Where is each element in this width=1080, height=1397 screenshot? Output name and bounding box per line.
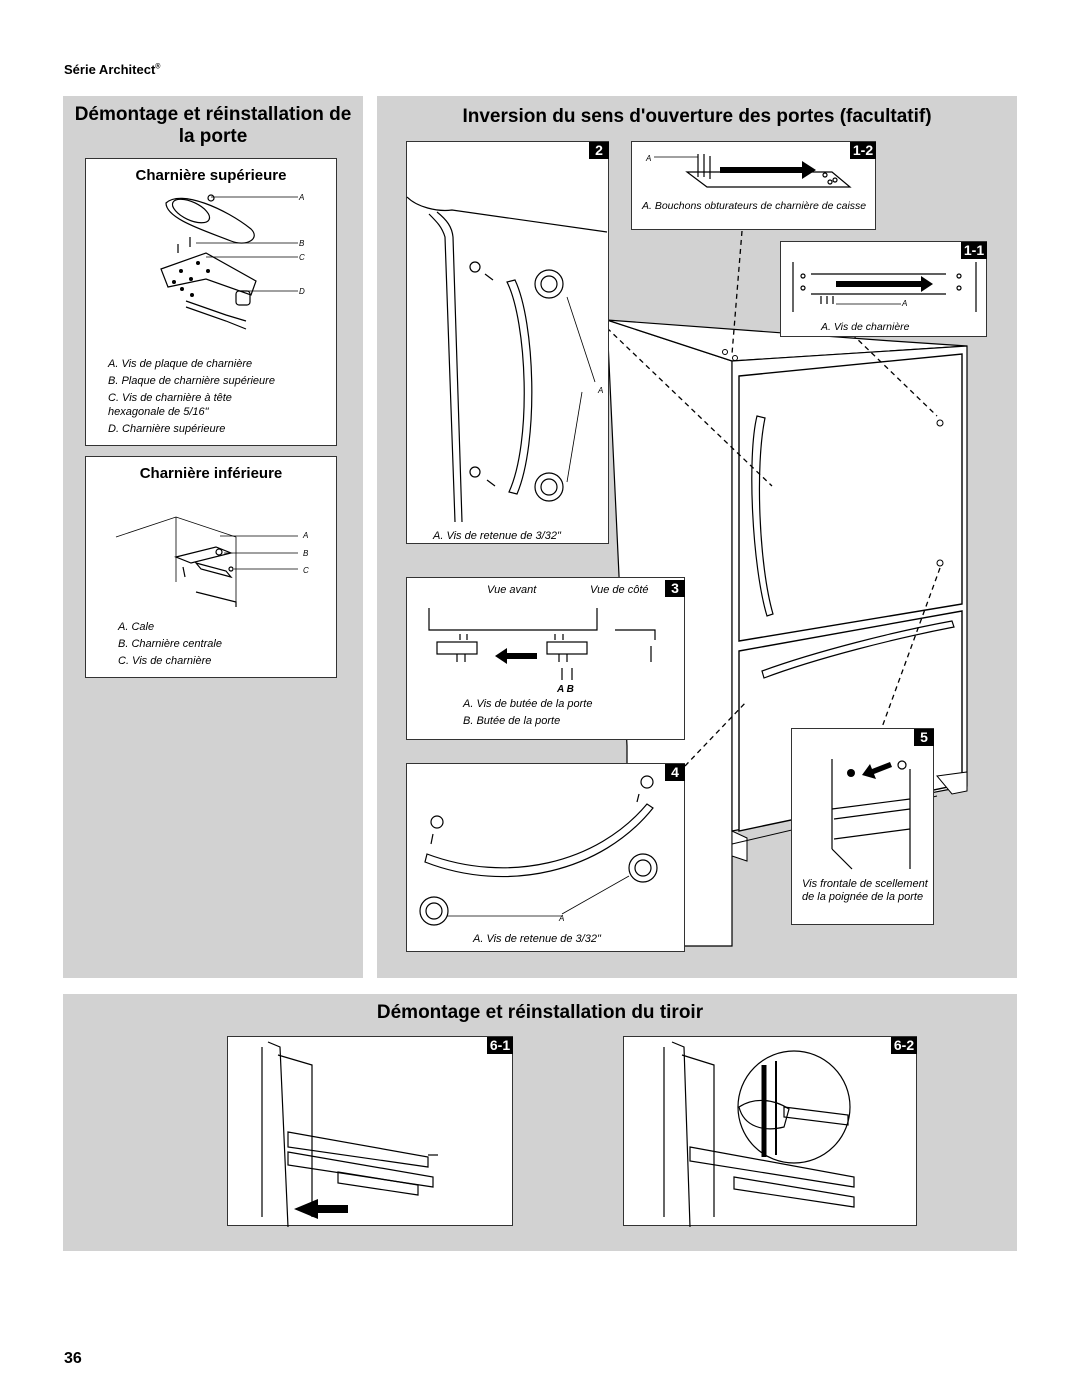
figure-1-1-illustration xyxy=(792,262,977,312)
bottom-hinge-letter-b: B xyxy=(303,549,309,558)
door-removal-title: Démontage et réinstallation de la porte xyxy=(74,104,352,147)
figure-3-badge: 3 xyxy=(665,580,685,597)
figure-5-caption: Vis frontale de scellement de la poignée… xyxy=(802,878,928,903)
bottom-hinge-box: Charnière inférieure A B C A. Cale B. Ch… xyxy=(85,456,337,678)
top-hinge-legend-d: D. Charnière supérieure xyxy=(108,423,226,435)
door-reversal-title: Inversion du sens d'ouverture des portes… xyxy=(462,106,932,127)
figure-6-1-illustration xyxy=(261,1041,438,1228)
figure-6-1-badge: 6-1 xyxy=(487,1037,513,1054)
figure-3-box: 3 Vue avant Vue de côté A B A. Vis de bu… xyxy=(406,577,685,740)
figure-5-box: 5 Vis frontale de scellement de la poign… xyxy=(791,728,934,925)
top-hinge-illustration xyxy=(160,194,298,330)
bottom-hinge-letter-c: C xyxy=(303,566,309,575)
page-number: 36 xyxy=(64,1350,82,1367)
top-hinge-letter-c: C xyxy=(299,253,305,262)
figure-4-handle-illustration xyxy=(419,775,658,926)
figure-2-letter-a: A xyxy=(598,386,604,395)
figure-1-1-caption: A. Vis de charnière xyxy=(821,321,910,333)
figure-3-illustration xyxy=(428,608,656,680)
figure-1-1-letter-a: A xyxy=(902,299,908,308)
figure-2-caption: A. Vis de retenue de 3/32" xyxy=(433,530,561,542)
drawer-panel: Démontage et réinstallation du tiroir 6-… xyxy=(63,994,1017,1251)
figure-1-1-box: 1-1 A A. Vis de charnière xyxy=(780,241,987,337)
drawer-title: Démontage et réinstallation du tiroir xyxy=(376,1002,704,1023)
figure-6-1-box: 6-1 xyxy=(227,1036,513,1228)
top-hinge-legend-a: A. Vis de plaque de charnière xyxy=(108,358,253,370)
figure-4-box: 4 A A. Vis de retenue de 3/32" xyxy=(406,763,685,952)
top-hinge-box: Charnière supérieure A B C D A. Vis de p… xyxy=(85,158,337,446)
figure-1-2-box: 1-2 A A. Bouchons obturateurs de charniè… xyxy=(631,141,876,230)
bottom-hinge-legend-b: B. Charnière centrale xyxy=(118,638,222,650)
top-hinge-letter-a: A xyxy=(299,193,305,202)
figure-6-2-box: 6-2 xyxy=(623,1036,917,1228)
series-label: Série Architect® xyxy=(64,62,161,77)
bottom-hinge-illustration xyxy=(115,516,298,607)
figure-3-letters: A B xyxy=(557,684,574,695)
bottom-hinge-legend-a: A. Cale xyxy=(118,621,155,633)
top-hinge-letter-b: B xyxy=(299,239,305,248)
bottom-hinge-letter-a: A xyxy=(303,531,309,540)
figure-1-2-badge: 1-2 xyxy=(850,142,876,159)
figure-3-legend-a: A. Vis de butée de la porte xyxy=(463,698,593,710)
door-reversal-panel: Inversion du sens d'ouverture des portes… xyxy=(377,96,1017,978)
top-hinge-legend-c: C. Vis de charnière à tête hexagonale de… xyxy=(108,392,232,418)
figure-3-legend-b: B. Butée de la porte xyxy=(463,715,561,727)
figure-2-handle-illustration xyxy=(406,196,608,523)
figure-5-illustration xyxy=(831,759,911,870)
figure-4-letter-a: A xyxy=(559,914,565,923)
bottom-hinge-legend-c: C. Vis de charnière xyxy=(118,655,212,667)
figure-4-caption: A. Vis de retenue de 3/32" xyxy=(473,933,601,945)
figure-1-1-badge: 1-1 xyxy=(961,242,987,259)
door-removal-panel: Démontage et réinstallation de la porte … xyxy=(63,96,363,978)
figure-1-2-caption: A. Bouchons obturateurs de charnière de … xyxy=(642,200,867,212)
figure-6-2-badge: 6-2 xyxy=(891,1037,917,1054)
figure-3-front-view-label: Vue avant xyxy=(487,584,537,596)
figure-2-box: 2 A A. Vis de retenue de 3/32" xyxy=(406,141,609,544)
top-hinge-title: Charnière supérieure xyxy=(135,167,287,184)
figure-1-2-letter-a: A xyxy=(646,154,652,163)
bottom-hinge-title: Charnière inférieure xyxy=(139,465,283,482)
top-hinge-legend-b: B. Plaque de charnière supérieure xyxy=(108,375,275,387)
figure-2-badge: 2 xyxy=(589,142,609,159)
top-hinge-letter-d: D xyxy=(299,287,305,296)
figure-4-badge: 4 xyxy=(665,764,685,781)
figure-3-side-view-label: Vue de côté xyxy=(590,584,649,596)
figure-1-2-illustration xyxy=(654,154,852,188)
figure-5-badge: 5 xyxy=(914,729,934,746)
figure-6-2-illustration xyxy=(663,1041,855,1228)
